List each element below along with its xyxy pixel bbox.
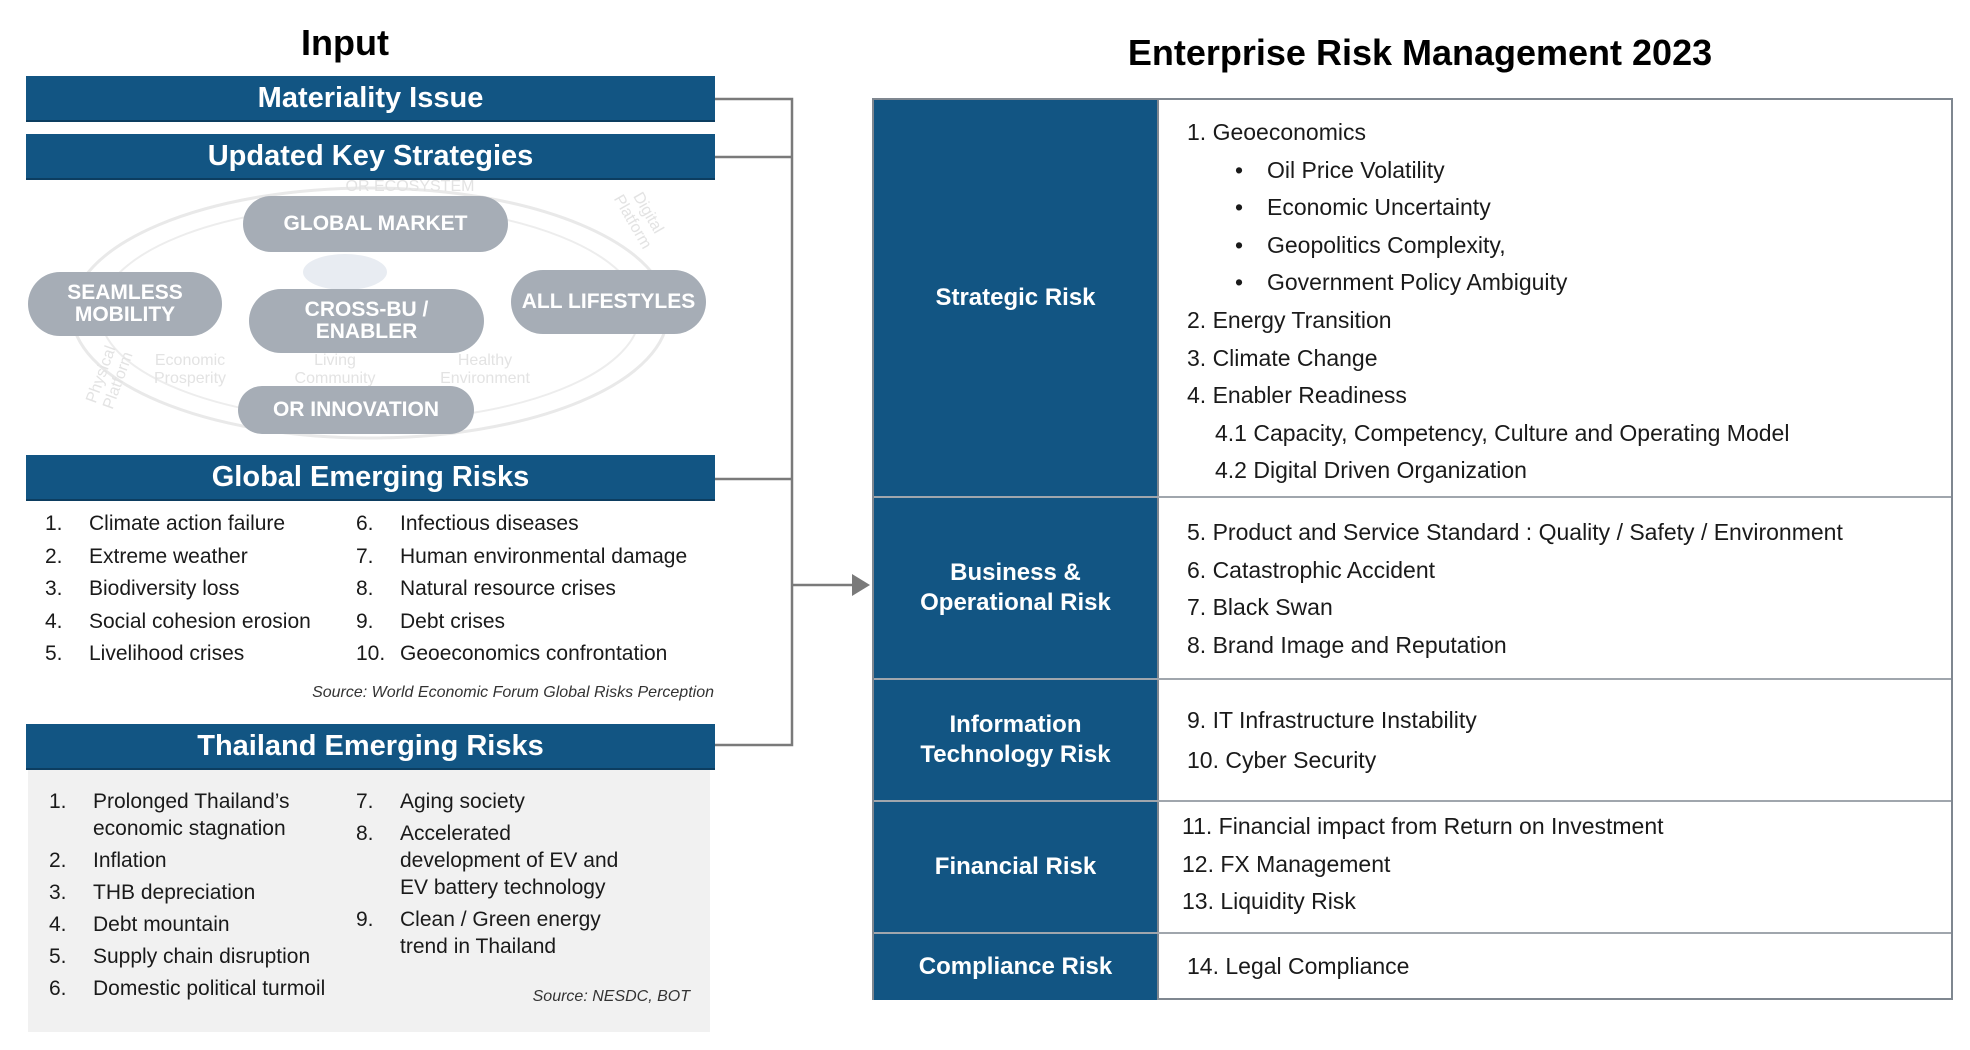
thailand-risks-left-list: 1.Prolonged Thailand’s economic stagnati… <box>49 788 349 1007</box>
list-item: 6.Infectious diseases <box>356 512 579 535</box>
list-item: 5.Livelihood crises <box>45 642 245 666</box>
thailand-risks-right-list: 7.Aging society 8.Accelerated developmen… <box>356 788 676 965</box>
erm-category-label: Business & Operational Risk <box>874 498 1159 678</box>
list-item: 13. Liquidity Risk <box>1182 888 1356 915</box>
materiality-issue-bar: Materiality Issue <box>26 76 715 122</box>
connector-materiality <box>715 97 794 747</box>
list-item: •Government Policy Ambiguity <box>1187 264 1941 302</box>
pill-global-market: GLOBAL MARKET <box>243 196 508 252</box>
list-item: 4.Debt mountain <box>49 913 230 936</box>
list-item: 6. Catastrophic Accident <box>1187 556 1436 583</box>
global-emerging-risks-bar: Global Emerging Risks <box>26 455 715 501</box>
list-item: 4.Social cohesion erosion <box>45 609 311 633</box>
list-item: 3. Climate Change <box>1187 344 1378 371</box>
erm-table: Strategic Risk 1. Geoeconomics •Oil Pric… <box>872 98 1953 1000</box>
pill-or-innovation: OR INNOVATION <box>238 386 474 434</box>
list-item: 2.Inflation <box>49 849 167 872</box>
list-item: 8. Brand Image and Reputation <box>1187 631 1507 658</box>
list-item: 3.Biodiversity loss <box>45 577 240 601</box>
list-item: 10. Cyber Security <box>1187 747 1377 773</box>
pill-seamless-mobility: SEAMLESS MOBILITY <box>28 272 222 336</box>
list-item: 6.Domestic political turmoil <box>49 977 326 1000</box>
pill-cross-bu-enabler: CROSS-BU / ENABLER <box>249 289 484 353</box>
erm-category-label: Financial Risk <box>874 802 1159 932</box>
updated-key-strategies-bar: Updated Key Strategies <box>26 134 715 180</box>
list-item: •Economic Uncertainty <box>1187 189 1941 227</box>
list-item: 2. Energy Transition <box>1187 306 1392 333</box>
list-item: 4.1 Capacity, Competency, Culture and Op… <box>1215 419 1790 446</box>
list-item: 7.Aging society <box>356 790 525 813</box>
list-item: 7. Black Swan <box>1187 594 1333 621</box>
list-item: 9. IT Infrastructure Instability <box>1187 707 1477 733</box>
erm-row-business-operational: Business & Operational Risk 5. Product a… <box>874 498 1951 680</box>
bullet-icon: • <box>1235 269 1244 296</box>
list-item: 4.2 Digital Driven Organization <box>1215 457 1527 484</box>
list-item: 12. FX Management <box>1182 850 1391 877</box>
erm-category-label: Strategic Risk <box>874 100 1159 496</box>
or-logo-mark-icon <box>303 254 387 290</box>
list-item: •Oil Price Volatility <box>1187 152 1941 190</box>
list-item: 14. Legal Compliance <box>1187 953 1410 979</box>
list-item: 10.Geoeconomics confrontation <box>356 642 668 666</box>
list-item: 7.Human environmental damage <box>356 544 688 568</box>
erm-items: 1. Geoeconomics •Oil Price Volatility •E… <box>1187 114 1941 490</box>
erm-row-information-technology: Information Technology Risk 9. IT Infras… <box>874 680 1951 802</box>
watermark-or-ecosystem: OR ECOSYSTEM <box>345 178 475 195</box>
bullet-icon: • <box>1235 194 1244 221</box>
list-item: 11. Financial impact from Return on Inve… <box>1182 813 1664 839</box>
erm-category-label: Compliance Risk <box>874 934 1159 1000</box>
list-item: 1.Prolonged Thailand’s economic stagnati… <box>49 790 290 840</box>
list-item: 5. Product and Service Standard : Qualit… <box>1187 519 1843 545</box>
bullet-icon: • <box>1235 231 1244 258</box>
list-item: 9.Debt crises <box>356 609 506 633</box>
list-item: •Geopolitics Complexity, <box>1187 227 1941 265</box>
global-risks-right-list: 6.Infectious diseases 7.Human environmen… <box>356 508 716 671</box>
list-item: 8.Accelerated development of EV and EV b… <box>356 822 619 899</box>
erm-items: 14. Legal Compliance <box>1187 948 1941 986</box>
erm-items: 9. IT Infrastructure Instability 10. Cyb… <box>1187 700 1941 780</box>
erm-title: Enterprise Risk Management 2023 <box>1127 32 1713 73</box>
list-item: 9.Clean / Green energy trend in Thailand <box>356 908 601 958</box>
global-risks-left-list: 1.Climate action failure 2.Extreme weath… <box>45 508 355 671</box>
list-item: 5.Supply chain disruption <box>49 945 311 968</box>
erm-row-compliance: Compliance Risk 14. Legal Compliance <box>874 934 1951 1000</box>
pill-all-lifestyles: ALL LIFESTYLES <box>511 270 706 334</box>
list-item: 3.THB depreciation <box>49 881 256 904</box>
global-risks-source: Source: World Economic Forum Global Risk… <box>312 684 714 701</box>
arrow-head-icon <box>852 574 870 596</box>
erm-items: 11. Financial impact from Return on Inve… <box>1182 808 1941 921</box>
list-item: 8.Natural resource crises <box>356 577 616 601</box>
list-item: 1. Geoeconomics <box>1187 119 1366 145</box>
erm-row-strategic: Strategic Risk 1. Geoeconomics •Oil Pric… <box>874 100 1951 498</box>
input-title: Input <box>301 22 389 63</box>
thailand-emerging-risks-bar: Thailand Emerging Risks <box>26 724 715 770</box>
erm-items: 5. Product and Service Standard : Qualit… <box>1187 514 1941 664</box>
list-item: 2.Extreme weather <box>45 544 248 568</box>
thailand-risks-source: Source: NESDC, BOT <box>532 988 690 1005</box>
list-item: 1.Climate action failure <box>45 512 286 535</box>
erm-category-label: Information Technology Risk <box>874 680 1159 800</box>
bullet-icon: • <box>1235 156 1244 183</box>
list-item: 4. Enabler Readiness <box>1187 382 1407 409</box>
erm-row-financial: Financial Risk 11. Financial impact from… <box>874 802 1951 934</box>
thailand-risks-panel <box>28 770 710 1032</box>
